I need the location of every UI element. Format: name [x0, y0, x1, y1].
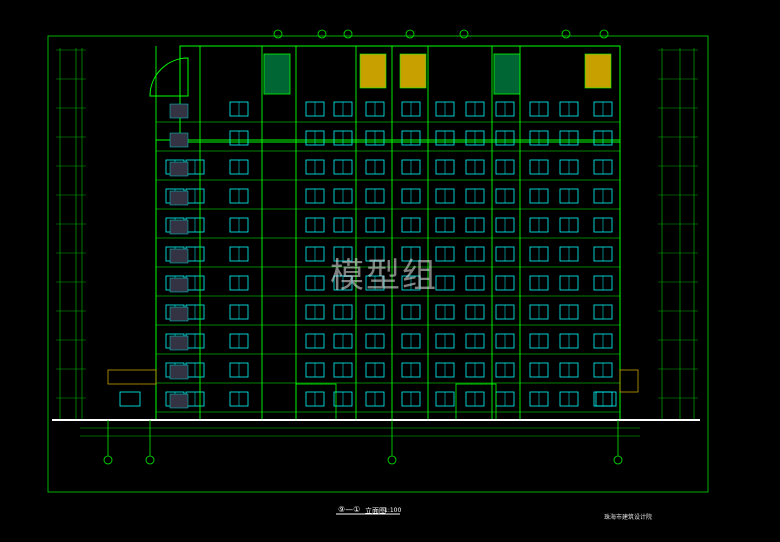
window-screen [169, 335, 189, 351]
side-canopy [107, 369, 157, 385]
window-screen [169, 248, 189, 264]
window-screen [169, 364, 189, 380]
window-screen [169, 161, 189, 177]
watermark-text: 模型组 [330, 256, 438, 296]
window [119, 391, 141, 407]
drawing-scale: 1:100 [384, 507, 402, 514]
drawing-frame [47, 35, 709, 493]
window-screen [169, 132, 189, 148]
window [595, 391, 617, 407]
curved-canopy [149, 57, 189, 97]
dimension-ticks [56, 49, 698, 399]
roof-stair-right [493, 53, 521, 95]
view-tag: ⑨—① [338, 505, 361, 514]
drawing-title: 立面图 [365, 507, 386, 515]
window-screen [169, 393, 189, 409]
window-screen [169, 219, 189, 235]
left-dimension-lines [59, 48, 83, 420]
roof-panel [584, 53, 612, 89]
roof-panel [359, 53, 387, 89]
building-elevation [107, 45, 639, 421]
window-screen [169, 277, 189, 293]
top-axis-bubbles [273, 29, 609, 39]
roof-stair-left [263, 53, 291, 95]
right-dimension-lines [661, 48, 695, 420]
axis-bubbles [103, 420, 623, 465]
window-screen [169, 306, 189, 322]
window-screen [169, 103, 189, 119]
corner-note: 珠海市建筑设计院 [604, 514, 653, 521]
window-screen [169, 190, 189, 206]
side-canopy [619, 369, 639, 393]
roof-panel [399, 53, 427, 89]
